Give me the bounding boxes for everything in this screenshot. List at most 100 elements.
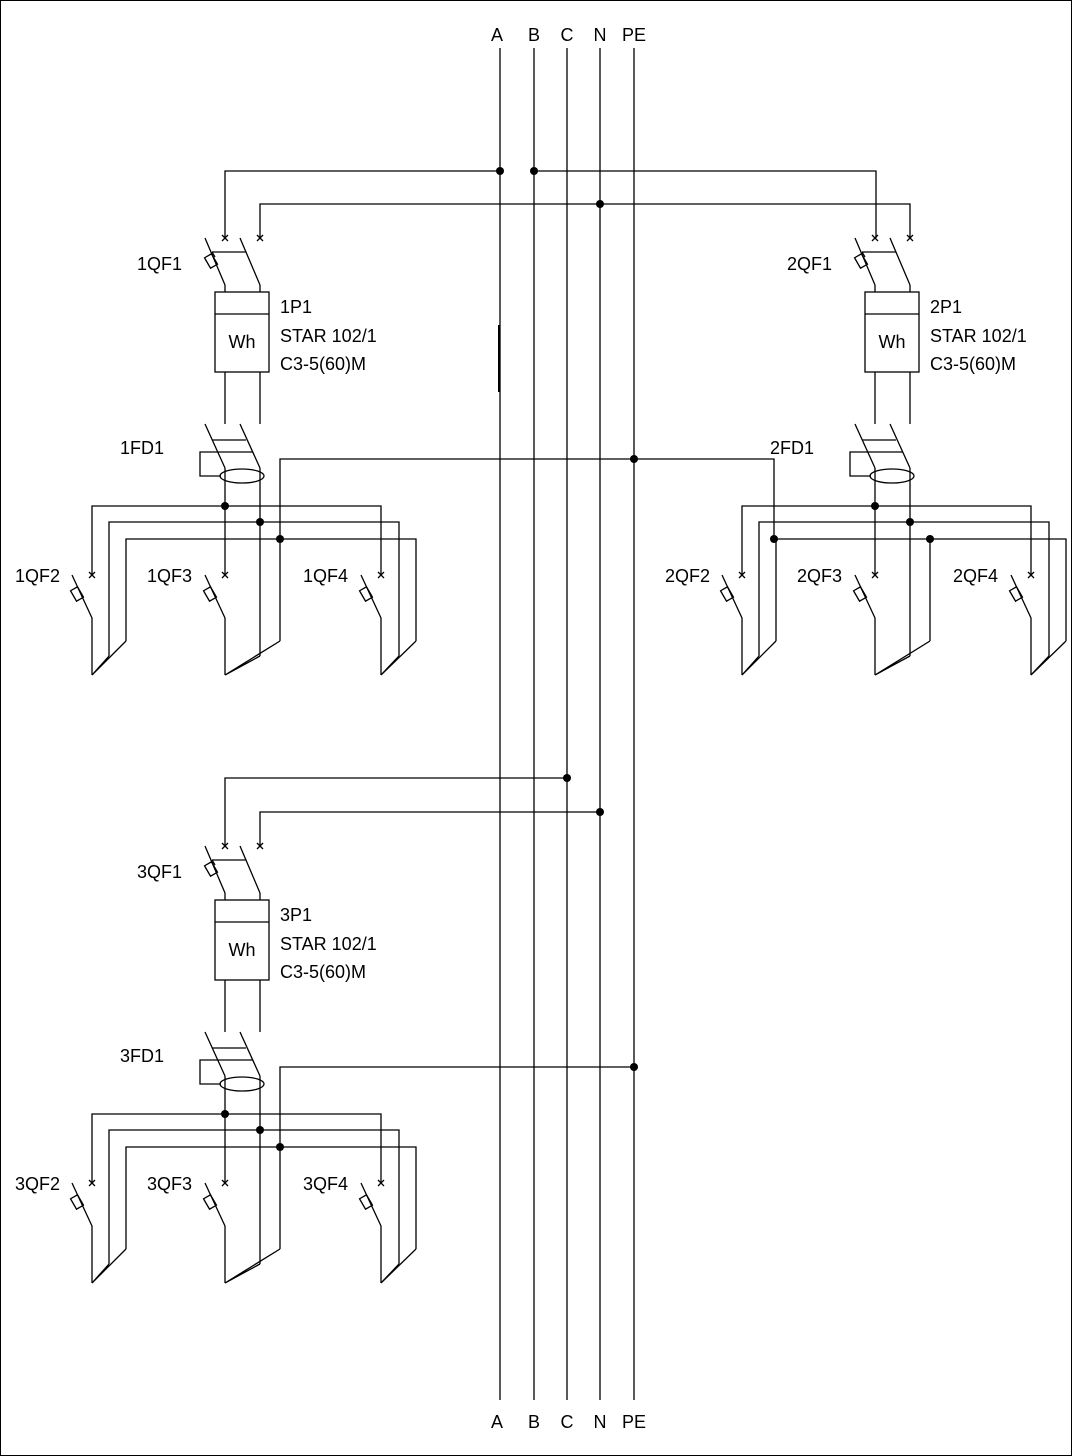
- bus-label-a: A: [491, 1412, 503, 1432]
- energy-meter-box: [214, 899, 270, 981]
- bus-label-b: B: [528, 25, 540, 45]
- feeder-g1-neutral: [259, 203, 600, 238]
- outlet-breaker-label: 3QF3: [147, 1174, 192, 1194]
- rcd-out: [224, 1076, 261, 1130]
- rcd-label: 1FD1: [120, 438, 164, 458]
- meter-rating: C3-5(60)M: [930, 354, 1016, 374]
- meter-feed: [874, 285, 911, 292]
- junction-dot: [871, 502, 879, 510]
- pe-row: [125, 1146, 417, 1249]
- phase-row: [91, 1113, 382, 1183]
- rcd-link: [862, 439, 903, 453]
- rcd-toroid: [219, 468, 265, 484]
- contact-mark: [738, 571, 746, 579]
- breaker-link: [861, 251, 896, 258]
- outlet-trip-coil: [358, 1193, 374, 1211]
- outlet-breaker-label: 1QF3: [147, 566, 192, 586]
- feeder-g2-phase: [534, 170, 877, 238]
- meter-model: STAR 102/1: [280, 934, 377, 954]
- outlet-breaker-label: 1QF4: [303, 566, 348, 586]
- junction-dot: [530, 167, 538, 175]
- contact-mark: [221, 571, 229, 579]
- outlet-breaker-contact: [721, 574, 743, 675]
- junction-dot: [221, 502, 229, 510]
- phase-row: [741, 505, 1032, 575]
- contact-mark: [377, 571, 385, 579]
- neutral-row: [758, 521, 1050, 656]
- meter-feed: [224, 893, 261, 900]
- bus-label-c: C: [561, 1412, 574, 1432]
- breaker-contacts: [204, 237, 261, 286]
- outlet-breaker-label: 2QF2: [665, 566, 710, 586]
- meter-name: 1P1: [280, 297, 312, 317]
- outlet-terminal: [91, 640, 127, 676]
- junction-dot: [596, 200, 604, 208]
- outlet-breaker-label: 2QF4: [953, 566, 998, 586]
- junction-dot: [496, 167, 504, 175]
- contact-mark: [221, 234, 229, 242]
- outlet-breaker-contact: [204, 1182, 226, 1283]
- outlet-terminal: [91, 1248, 127, 1284]
- outlet-trip-coil: [202, 1193, 218, 1211]
- main-breaker-label: 1QF1: [137, 254, 182, 274]
- meter-model: STAR 102/1: [280, 326, 377, 346]
- breaker-trip-coil: [853, 252, 869, 270]
- outlet-terminal: [874, 640, 931, 676]
- rcd-contacts: [854, 423, 911, 469]
- feeder-g3-neutral: [259, 811, 600, 846]
- meter-feed: [224, 285, 261, 292]
- contact-mark: [88, 571, 96, 579]
- outlet-breaker-contact: [360, 574, 382, 675]
- breaker-link: [211, 859, 246, 866]
- outlet-terminal: [380, 1248, 417, 1284]
- meter-unit: Wh: [229, 940, 256, 960]
- contact-mark: [377, 1179, 385, 1187]
- meter-name: 3P1: [280, 905, 312, 925]
- contact-mark: [871, 234, 879, 242]
- neutral-row: [108, 1129, 400, 1264]
- bus-label-c: C: [561, 25, 574, 45]
- meter-model: STAR 102/1: [930, 326, 1027, 346]
- outlet-trip-coil: [69, 585, 85, 603]
- outlet-breaker-contact: [71, 574, 93, 675]
- pe-feed: [279, 458, 634, 539]
- junction-dot: [563, 774, 571, 782]
- rcd-toroid: [219, 1076, 265, 1092]
- energy-meter-box: [864, 291, 920, 373]
- bus-labels-bottom: A B C N PE: [491, 1412, 646, 1432]
- bus-label-n: N: [594, 25, 607, 45]
- junction-dot: [221, 1110, 229, 1118]
- meter-rating: C3-5(60)M: [280, 354, 366, 374]
- feeder-wiring: [224, 167, 911, 846]
- outlet-trip-coil: [719, 585, 735, 603]
- outlet-trip-coil: [852, 585, 868, 603]
- rcd-link: [212, 439, 253, 453]
- feeder-g1-phase: [224, 170, 500, 238]
- contact-mark: [1027, 571, 1035, 579]
- bus-label-a: A: [491, 25, 503, 45]
- energy-meter-box: [214, 291, 270, 373]
- outlet-breaker-contact: [204, 574, 226, 675]
- bus-label-pe: PE: [622, 1412, 646, 1432]
- bus-label-n: N: [594, 1412, 607, 1432]
- junction-dot: [770, 535, 778, 543]
- meter-name: 2P1: [930, 297, 962, 317]
- meter-out: [224, 980, 261, 1032]
- outlet-breaker-label: 2QF3: [797, 566, 842, 586]
- contact-mark: [906, 234, 914, 242]
- rcd-link: [212, 1047, 253, 1061]
- breaker-trip-coil: [203, 252, 219, 270]
- pe-row: [125, 538, 417, 641]
- rcd-contacts: [204, 423, 261, 469]
- outlet-breaker-contact: [71, 1182, 93, 1283]
- junction-dot: [596, 808, 604, 816]
- outlet-terminal: [380, 640, 417, 676]
- outlet-trip-coil: [1008, 585, 1024, 603]
- feeder-g3-phase: [224, 777, 567, 846]
